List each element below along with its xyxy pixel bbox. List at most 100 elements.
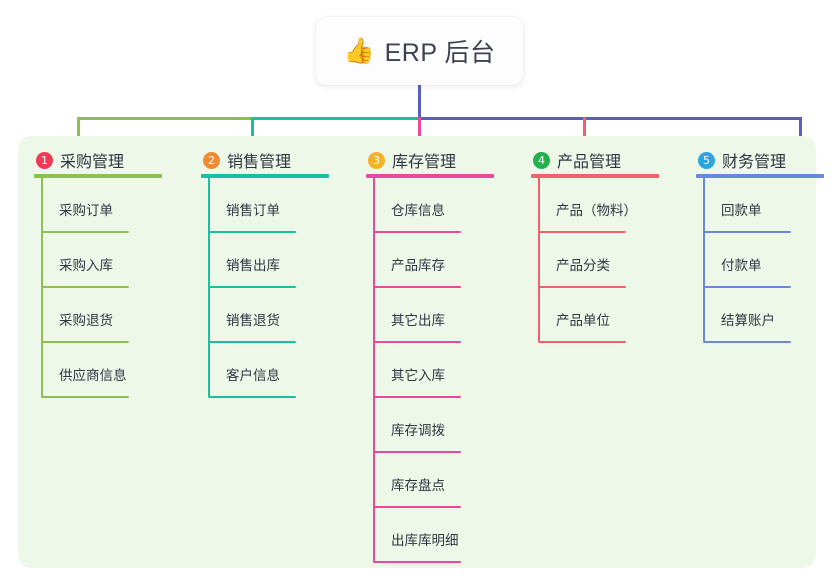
category-column-4: 4 产品管理产品（物料） 产品分类产品单位 — [515, 146, 675, 343]
menu-item[interactable]: 供应商信息 — [41, 343, 178, 398]
menu-item[interactable]: 产品分类 — [538, 233, 675, 288]
menu-item-label: 销售出库 — [226, 258, 280, 273]
category-header-3[interactable]: 3 库存管理 — [350, 146, 510, 174]
menu-item-label: 库存盘点 — [391, 478, 445, 493]
menu-item[interactable]: 采购订单 — [41, 178, 178, 233]
menu-item-rule — [373, 561, 461, 563]
menu-item-label: 其它入库 — [391, 368, 445, 383]
category-title-4: 产品管理 — [557, 154, 622, 171]
category-items-4: 产品（物料） 产品分类产品单位 — [538, 178, 675, 343]
menu-item[interactable]: 出库库明细 — [373, 508, 510, 563]
category-badge-3: 3 — [368, 151, 385, 169]
menu-item[interactable]: 其它入库 — [373, 343, 510, 398]
trunk-line — [418, 85, 421, 120]
category-stem-3 — [373, 178, 375, 561]
menu-item-label: 产品库存 — [391, 258, 445, 273]
category-badge-1: 1 — [36, 151, 53, 169]
connector-drop-3 — [418, 117, 421, 140]
menu-item[interactable]: 仓库信息 — [373, 178, 510, 233]
menu-item[interactable]: 产品库存 — [373, 233, 510, 288]
menu-item-rule — [538, 231, 626, 233]
category-underline-1 — [34, 174, 162, 178]
menu-item-label: 采购入库 — [59, 258, 113, 273]
category-badge-2: 2 — [203, 151, 220, 169]
menu-item[interactable]: 采购退货 — [41, 288, 178, 343]
category-title-1: 采购管理 — [60, 154, 125, 171]
menu-item[interactable]: 结算账户 — [703, 288, 839, 343]
category-header-2[interactable]: 2 销售管理 — [185, 146, 345, 174]
menu-item-label: 库存调拨 — [391, 423, 445, 438]
menu-item-label: 供应商信息 — [59, 368, 127, 383]
menu-item-rule — [41, 286, 129, 288]
category-column-3: 3 库存管理仓库信息产品库存其它出库其它入库库存调拨库存盘点出库库明细 — [350, 146, 510, 563]
menu-item-rule — [703, 231, 791, 233]
menu-item-rule — [208, 396, 296, 398]
menu-item-rule — [373, 396, 461, 398]
thumbs-up-icon: 👍 — [343, 36, 375, 65]
menu-item[interactable]: 客户信息 — [208, 343, 345, 398]
menu-item-rule — [208, 286, 296, 288]
diagram-panel: 1 采购管理采购订单采购入库采购退货供应商信息 2 销售管理销售订单销售出库销售退货客… — [18, 136, 824, 568]
category-underline-5 — [696, 174, 824, 178]
menu-item-rule — [208, 341, 296, 343]
category-badge-4: 4 — [533, 151, 550, 169]
menu-item[interactable]: 产品单位 — [538, 288, 675, 343]
category-title-5: 财务管理 — [722, 154, 787, 171]
connector-drop-1 — [77, 117, 80, 140]
menu-item-label: 销售退货 — [226, 313, 280, 328]
category-header-4[interactable]: 4 产品管理 — [515, 146, 675, 174]
category-underline-4 — [531, 174, 659, 178]
menu-item-label: 结算账户 — [721, 313, 775, 328]
menu-item[interactable]: 采购入库 — [41, 233, 178, 288]
category-title-3: 库存管理 — [392, 154, 457, 171]
category-items-2: 销售订单销售出库销售退货客户信息 — [208, 178, 345, 398]
category-items-3: 仓库信息产品库存其它出库其它入库库存调拨库存盘点出库库明细 — [373, 178, 510, 563]
menu-item[interactable]: 库存盘点 — [373, 453, 510, 508]
menu-item[interactable]: 销售出库 — [208, 233, 345, 288]
root-title: ERP 后台 — [384, 39, 496, 67]
category-stem-4 — [538, 178, 540, 341]
category-column-2: 2 销售管理销售订单销售出库销售退货客户信息 — [185, 146, 345, 398]
menu-item[interactable]: 回款单 — [703, 178, 839, 233]
menu-item[interactable]: 销售退货 — [208, 288, 345, 343]
category-items-5: 回款单付款单结算账户 — [703, 178, 839, 343]
menu-item-label: 销售订单 — [226, 203, 280, 218]
menu-item-rule — [373, 231, 461, 233]
connector-bar-segment-2 — [252, 117, 419, 120]
menu-item[interactable]: 产品（物料） — [538, 178, 675, 233]
connector-bar-segment-3 — [419, 117, 800, 120]
menu-item-rule — [703, 286, 791, 288]
menu-item-label: 仓库信息 — [391, 203, 445, 218]
menu-item-label: 采购退货 — [59, 313, 113, 328]
connector-bar-segment-1 — [78, 117, 252, 120]
menu-item-rule — [208, 231, 296, 233]
menu-item-label: 产品分类 — [556, 258, 610, 273]
connector-drop-2 — [251, 117, 254, 140]
menu-item-label: 产品（物料） — [556, 203, 637, 218]
menu-item[interactable]: 库存调拨 — [373, 398, 510, 453]
menu-item-rule — [373, 506, 461, 508]
menu-item-rule — [373, 451, 461, 453]
menu-item-rule — [41, 396, 129, 398]
category-underline-2 — [201, 174, 329, 178]
menu-item-rule — [373, 286, 461, 288]
menu-item-label: 出库库明细 — [391, 533, 459, 548]
category-items-1: 采购订单采购入库采购退货供应商信息 — [41, 178, 178, 398]
category-underline-3 — [366, 174, 494, 178]
category-title-2: 销售管理 — [227, 154, 292, 171]
menu-item[interactable]: 付款单 — [703, 233, 839, 288]
menu-item[interactable]: 其它出库 — [373, 288, 510, 343]
menu-item-rule — [373, 341, 461, 343]
menu-item[interactable]: 销售订单 — [208, 178, 345, 233]
menu-item-rule — [703, 341, 791, 343]
menu-item-rule — [538, 286, 626, 288]
category-header-1[interactable]: 1 采购管理 — [18, 146, 178, 174]
menu-item-rule — [41, 341, 129, 343]
category-stem-5 — [703, 178, 705, 341]
menu-item-label: 付款单 — [721, 258, 762, 273]
menu-item-label: 采购订单 — [59, 203, 113, 218]
menu-item-label: 回款单 — [721, 203, 762, 218]
root-node[interactable]: 👍 ERP 后台 — [316, 17, 523, 85]
